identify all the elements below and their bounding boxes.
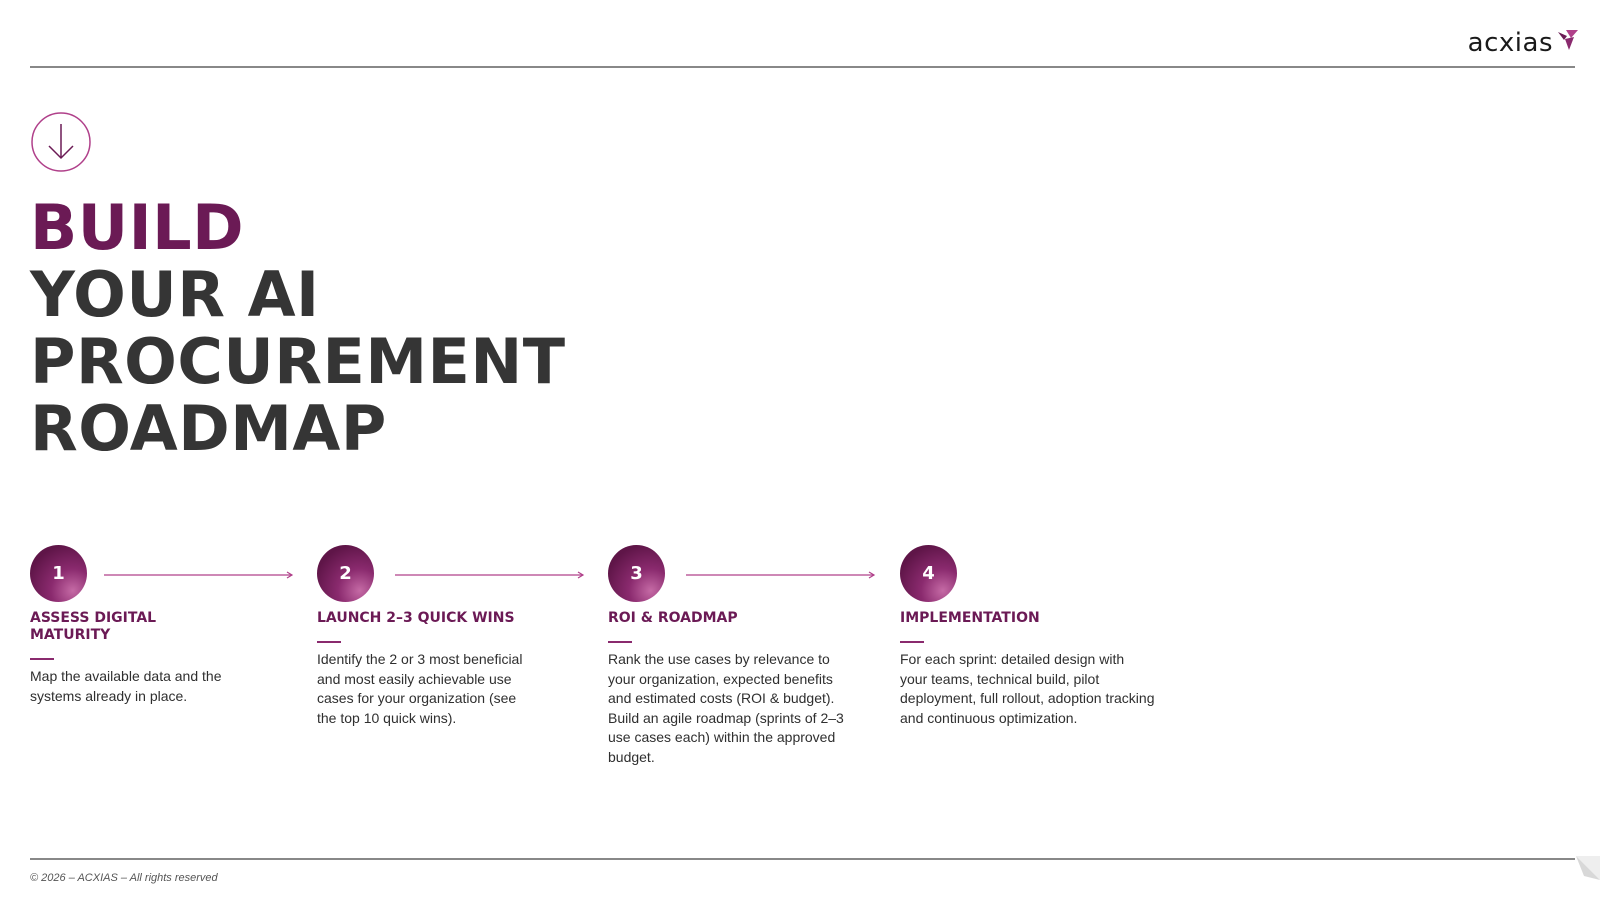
footer-copyright: © 2026 – ACXIAS – All rights reserved [30,872,218,884]
roadmap-steps: 1 ASSESS DIGITAL MATURITY Map the availa… [30,545,1230,785]
footer-divider [30,858,1575,860]
step-description: Rank the use cases by relevance to your … [608,651,844,765]
acxias-logo-mark-icon [1558,30,1578,50]
step-number-badge: 3 [608,545,665,602]
step-divider [900,641,924,643]
logo-text: acxias [1467,28,1553,58]
step-description: For each sprint: detailed design with yo… [900,651,1155,726]
step-4: 4 IMPLEMENTATION For each sprint: detail… [900,545,1170,728]
header-divider [30,66,1575,68]
step-2: 2 LAUNCH 2–3 QUICK WINS Identify the 2 o… [317,545,567,728]
step-description: Map the available data and the systems a… [30,668,222,704]
step-title: ROI & ROADMAP [608,610,738,626]
step-divider [317,641,341,643]
arrow-down-circle-icon [31,112,91,172]
step-title: IMPLEMENTATION [900,610,1040,626]
step-3: 3 ROI & ROADMAP Rank the use cases by re… [608,545,858,767]
title-line-1: YOUR AI [30,258,320,331]
arrow-right-icon [104,571,294,579]
acxias-logo: acxias [1468,24,1580,56]
page-curl-icon [1576,856,1600,880]
arrow-right-icon [686,571,876,579]
step-number-badge: 4 [900,545,957,602]
step-title: LAUNCH 2–3 QUICK WINS [317,610,515,626]
title-accent: BUILD [30,191,245,264]
page-title: BUILD YOUR AI PROCUREMENT ROADMAP [30,194,566,462]
step-title: ASSESS DIGITAL MATURITY [30,610,157,643]
step-divider [30,658,54,660]
step-divider [608,641,632,643]
step-number-badge: 1 [30,545,87,602]
step-1: 1 ASSESS DIGITAL MATURITY Map the availa… [30,545,280,706]
step-number-badge: 2 [317,545,374,602]
arrow-right-icon [395,571,585,579]
title-line-2: PROCUREMENT [30,325,566,398]
title-line-3: ROADMAP [30,392,387,465]
step-description: Identify the 2 or 3 most beneficial and … [317,651,523,726]
